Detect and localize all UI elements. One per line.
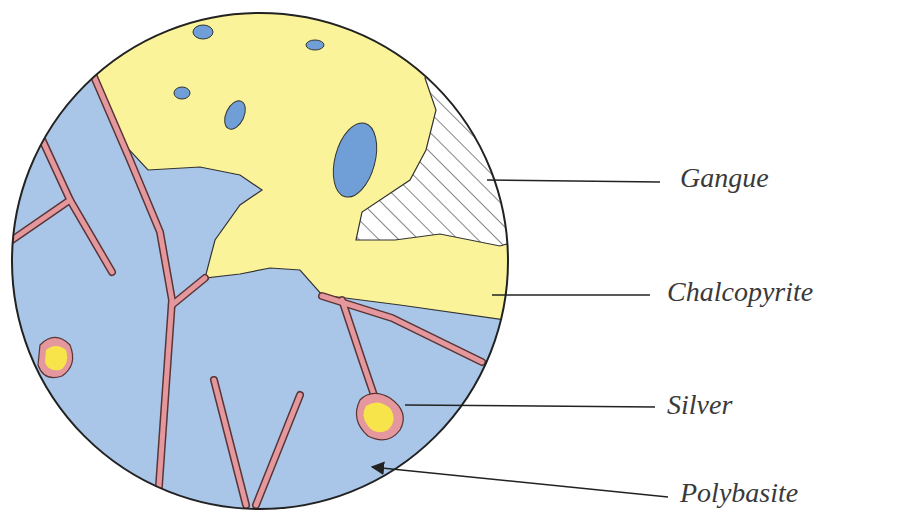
silver-grains [38, 338, 403, 440]
silver-veins [12, 72, 482, 505]
microscope-field [12, 13, 508, 509]
mineral-label: Polybasite [680, 478, 798, 509]
polybasite-inclusions [174, 25, 384, 202]
mineral-label: Silver [667, 390, 732, 421]
leader-lines [372, 180, 668, 497]
polybasite-area [0, 0, 520, 519]
mineral-label: Gangue [680, 163, 769, 194]
mineral-label: Chalcopyrite [667, 277, 813, 308]
chalcopyrite-area [92, 0, 520, 322]
